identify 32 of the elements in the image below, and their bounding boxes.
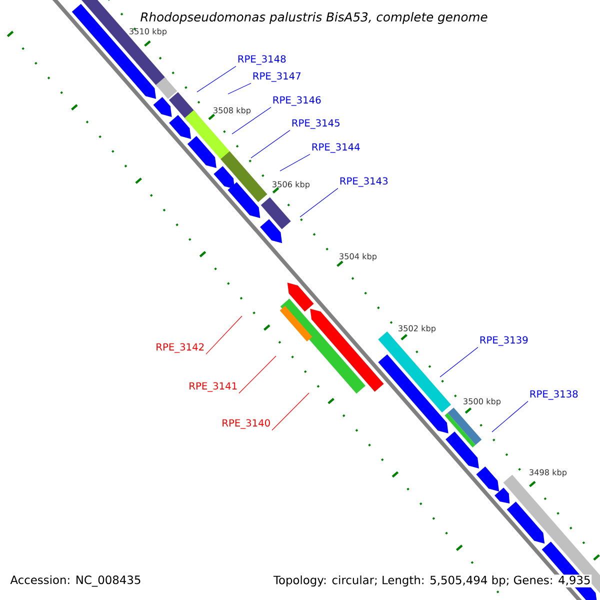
gene-label: RPE_3142 bbox=[156, 343, 204, 353]
leader-line bbox=[232, 106, 272, 134]
gene-label: RPE_3147 bbox=[253, 72, 301, 82]
leader-line bbox=[250, 130, 290, 158]
gene-label: RPE_3140 bbox=[222, 419, 270, 429]
title: Rhodopseudomonas palustris BisA53, complete genome bbox=[138, 9, 490, 27]
scale-label: 3498 kbp bbox=[530, 469, 567, 477]
scale-label: 3504 kbp bbox=[340, 253, 377, 261]
leader-line bbox=[206, 316, 242, 355]
leader-line bbox=[238, 356, 276, 394]
scale-label: 3506 kbp bbox=[272, 181, 310, 189]
scale-label: 3510 kbp bbox=[130, 28, 167, 36]
gene-label: RPE_3146 bbox=[273, 96, 321, 106]
leader-line bbox=[228, 82, 252, 94]
leader-line bbox=[280, 154, 310, 172]
scale-label: 3500 kbp bbox=[464, 398, 501, 406]
leader-line bbox=[300, 188, 338, 218]
gene-label: RPE_3141 bbox=[190, 382, 237, 392]
footer-text: Accession: NC_008435 bbox=[10, 575, 140, 587]
leader-line bbox=[196, 66, 236, 92]
scale-label: 3502 kbp bbox=[398, 325, 436, 333]
gene-label: RPE_3139 bbox=[480, 336, 528, 346]
leader-line bbox=[492, 400, 528, 432]
gene-label: RPE_3145 bbox=[292, 119, 340, 129]
footer-text: Topology: circular; Length: 5,505,494 bp; Genes: 4,935 bbox=[272, 574, 592, 588]
gene-label: RPE_3143 bbox=[340, 177, 388, 187]
leader-line bbox=[440, 346, 478, 378]
gene-label: RPE_3138 bbox=[530, 390, 578, 400]
leader-line bbox=[272, 392, 310, 431]
gene-label: RPE_3148 bbox=[238, 55, 286, 65]
gene-label: RPE_3144 bbox=[312, 143, 360, 153]
scale-label: 3508 kbp bbox=[214, 107, 251, 115]
